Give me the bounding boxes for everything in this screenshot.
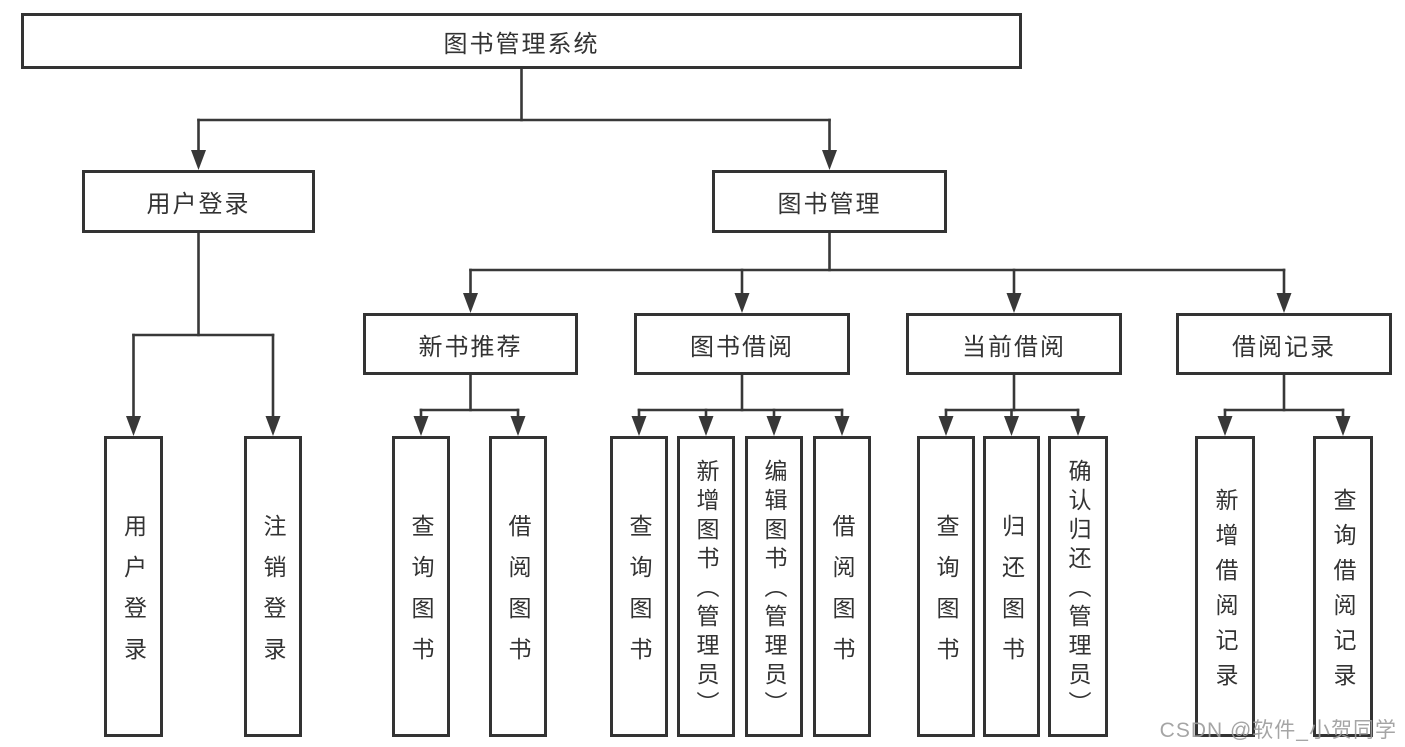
node-h_add: 新增借阅记录 <box>1195 436 1255 737</box>
node-label: 图书借阅 <box>690 333 794 361</box>
node-current: 当前借阅 <box>906 313 1122 375</box>
node-label: 用户登录 <box>120 513 147 678</box>
node-borrow: 图书借阅 <box>634 313 850 375</box>
node-l_logout: 注销登录 <box>244 436 302 737</box>
node-label: 查询图书 <box>626 513 652 678</box>
node-label: 图书管理 <box>777 191 882 218</box>
node-label: 新书推荐 <box>418 333 523 361</box>
node-label: 查询图书 <box>933 513 959 678</box>
node-label: 编辑图书（管理员） <box>761 459 787 720</box>
node-label: 查询图书 <box>408 513 434 678</box>
node-rec_borrow: 借阅图书 <box>489 436 547 737</box>
node-b_query: 查询图书 <box>610 436 668 737</box>
node-label: 借阅图书 <box>505 513 531 678</box>
node-label: 图书管理系统 <box>443 30 600 58</box>
node-c_query: 查询图书 <box>917 436 975 737</box>
node-b_add: 新增图书（管理员） <box>677 436 735 737</box>
node-label: 用户登录 <box>146 191 251 218</box>
node-b_edit: 编辑图书（管理员） <box>745 436 803 737</box>
node-label: 确认归还（管理员） <box>1065 459 1091 720</box>
node-label: 当前借阅 <box>962 333 1066 361</box>
node-b_borrow: 借阅图书 <box>813 436 871 737</box>
node-label: 新增借阅记录 <box>1212 487 1238 698</box>
node-rec: 新书推荐 <box>363 313 578 375</box>
node-rec_query: 查询图书 <box>392 436 450 737</box>
node-l_login: 用户登录 <box>104 436 163 737</box>
node-root: 图书管理系统 <box>21 13 1022 69</box>
node-mgmt: 图书管理 <box>712 170 947 233</box>
node-label: 注销登录 <box>260 513 286 678</box>
node-login: 用户登录 <box>82 170 315 233</box>
node-label: 新增图书（管理员） <box>693 459 719 720</box>
node-h_query: 查询借阅记录 <box>1313 436 1373 737</box>
node-label: 借阅记录 <box>1232 333 1336 361</box>
watermark: CSDN @软件_小贺同学 <box>1159 719 1397 742</box>
node-history: 借阅记录 <box>1176 313 1392 375</box>
node-label: 查询借阅记录 <box>1330 487 1356 698</box>
node-label: 归还图书 <box>998 513 1025 678</box>
node-c_return: 归还图书 <box>983 436 1040 737</box>
node-label: 借阅图书 <box>829 513 855 678</box>
node-c_confirm: 确认归还（管理员） <box>1048 436 1108 737</box>
